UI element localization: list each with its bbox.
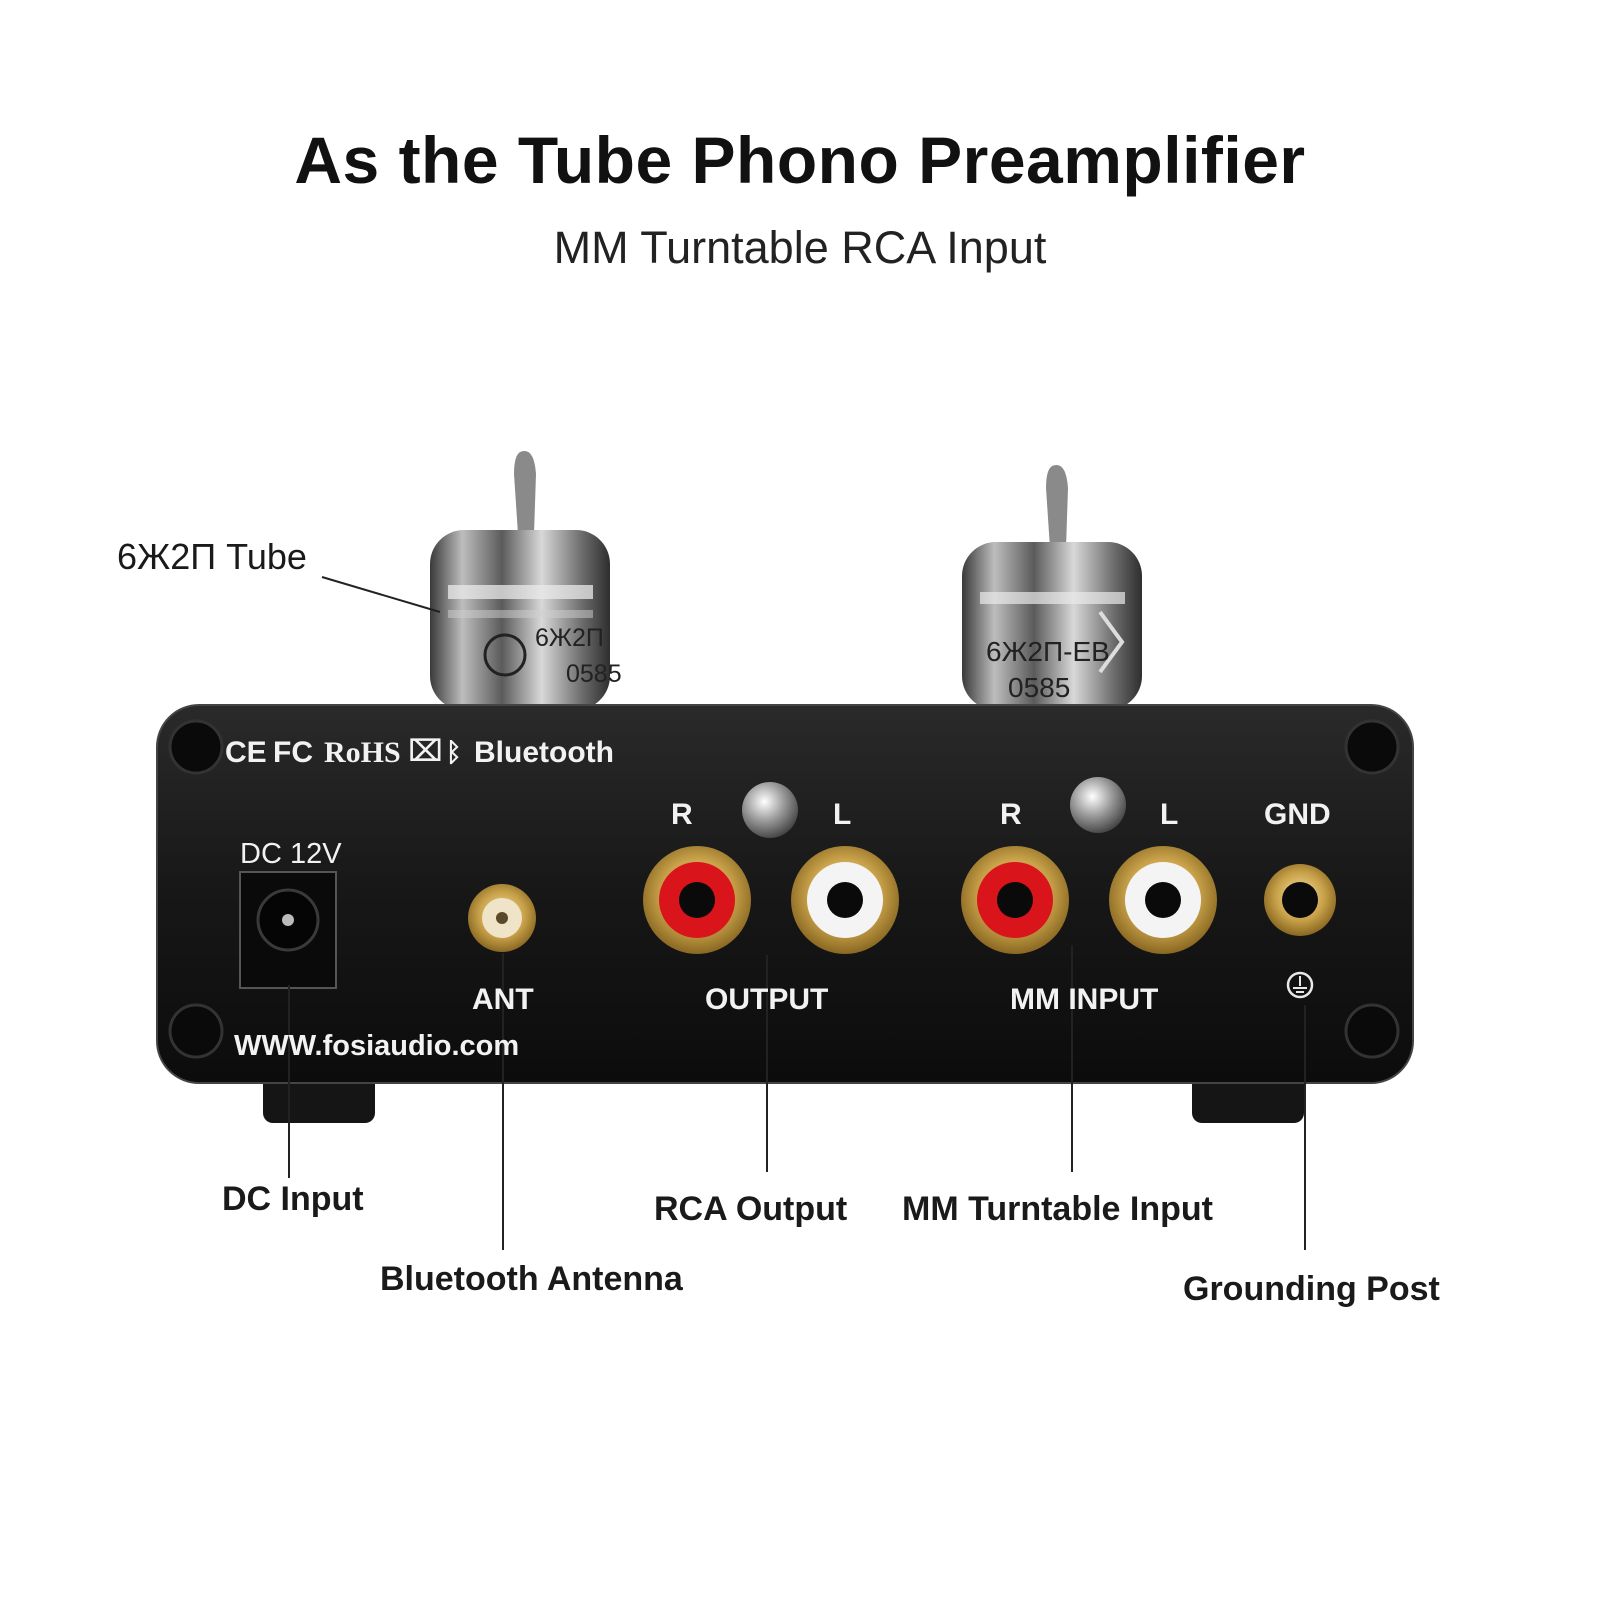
callout-mm-turntable-input: MM Turntable Input [902,1190,1213,1228]
cert-rohs: RoHS [324,736,401,769]
callout-rca-output: RCA Output [654,1190,848,1228]
output-l-label: L [833,798,852,831]
page-subtitle: MM Turntable RCA Input [553,222,1047,273]
tube-right [962,464,1142,710]
ant-label: ANT [472,983,534,1016]
input-screw [1070,777,1126,833]
rca-input-left [1109,846,1217,954]
cert-bluetooth: Bluetooth [474,736,614,769]
input-r-label: R [1000,798,1022,831]
callout-tube: 6Ж2П Tube [117,536,307,577]
panel-screws [168,719,1400,1059]
rca-output-right [643,846,751,954]
ground-icon [1286,971,1314,999]
output-r-label: R [671,798,693,831]
callout-bluetooth-antenna: Bluetooth Antenna [380,1260,683,1298]
dc-jack [239,871,337,989]
tube-left-marking: 6Ж2П [535,624,604,652]
callout-grounding-post: Grounding Post [1183,1270,1440,1308]
gnd-label: GND [1264,798,1331,831]
input-l-label: L [1160,798,1179,831]
rca-output-left [791,846,899,954]
cert-fc: FC [273,736,313,769]
page-title: As the Tube Phono Preamplifier [294,123,1306,197]
mm-input-label: MM INPUT [1010,983,1159,1016]
website-label: WWW.fosiaudio.com [234,1030,520,1062]
ground-post [1264,864,1336,999]
bluetooth-icon: ᛒ [446,737,462,767]
antenna-connector [468,884,536,952]
tube-right-marking: 6Ж2П-EB [986,636,1110,667]
output-label: OUTPUT [705,983,829,1016]
weee-icon: ⌧ [408,735,443,768]
callout-dc-input: DC Input [222,1180,364,1218]
tube-left [430,450,610,710]
cert-ce: CE [225,736,267,769]
output-screw [742,782,798,838]
tube-left-code: 0585 [566,660,622,688]
tube-right-code: 0585 [1008,672,1071,703]
rca-input-right [961,846,1069,954]
dc-label: DC 12V [240,838,342,870]
callout-lines [288,576,1306,1250]
